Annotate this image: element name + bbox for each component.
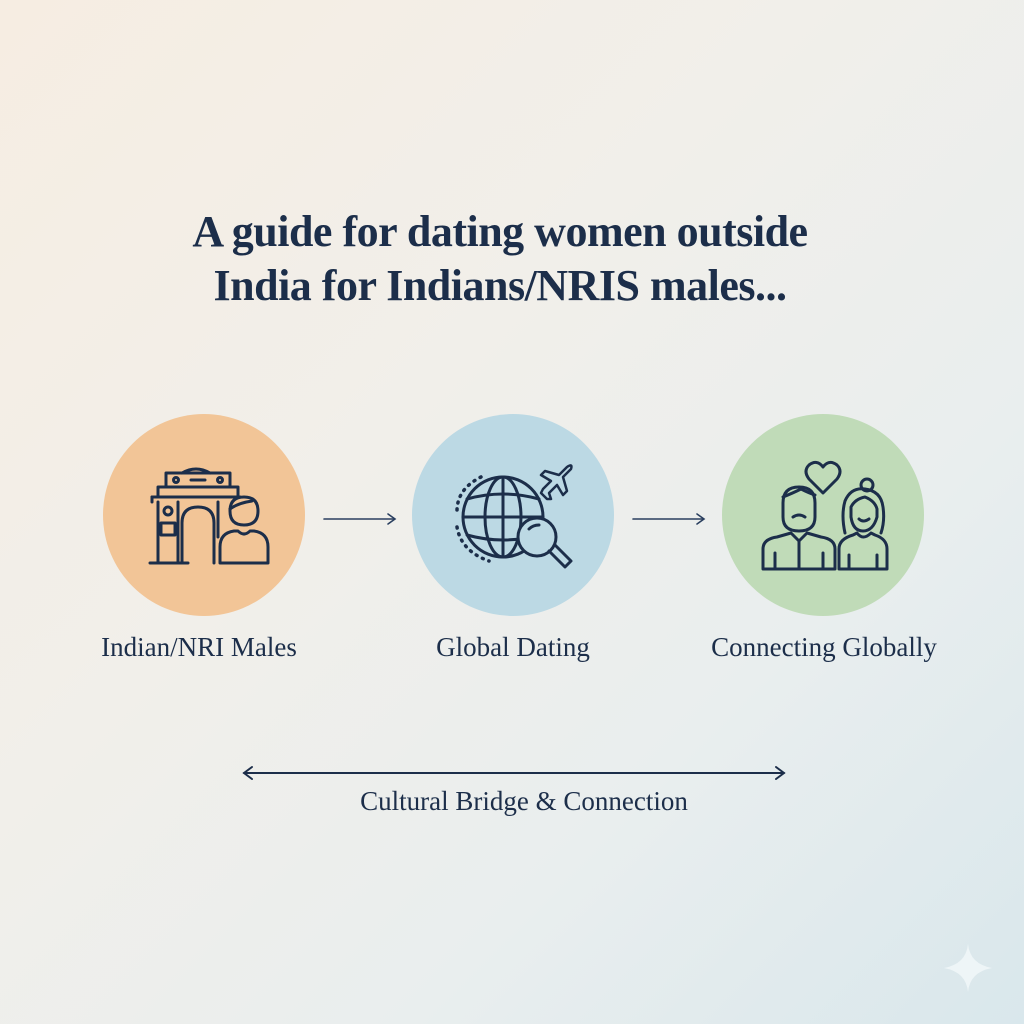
- step-label: Indian/NRI Males: [101, 632, 297, 662]
- step-circle-global-dating: [412, 414, 614, 616]
- arrow-right-icon: [632, 513, 706, 525]
- couple-heart-icon: [761, 460, 889, 571]
- globe-search-airplane-icon: [455, 464, 573, 569]
- bridge-label: Cultural Bridge & Connection: [360, 786, 688, 816]
- india-gate-person-icon: [148, 467, 270, 565]
- step-label: Connecting Globally: [711, 632, 937, 662]
- step-circle-connecting-globally: [722, 414, 924, 616]
- page-title: A guide for dating women outside India f…: [0, 205, 1000, 313]
- title-line-1: A guide for dating women outside: [192, 207, 808, 256]
- title-line-2: India for Indians/NRIS males...: [213, 261, 787, 310]
- step-label: Global Dating: [436, 632, 590, 662]
- arrow-right-icon: [323, 513, 397, 525]
- step-circle-indian-nri-males: [103, 414, 305, 616]
- double-arrow-icon: [242, 766, 786, 780]
- sparkle-icon: [944, 944, 992, 992]
